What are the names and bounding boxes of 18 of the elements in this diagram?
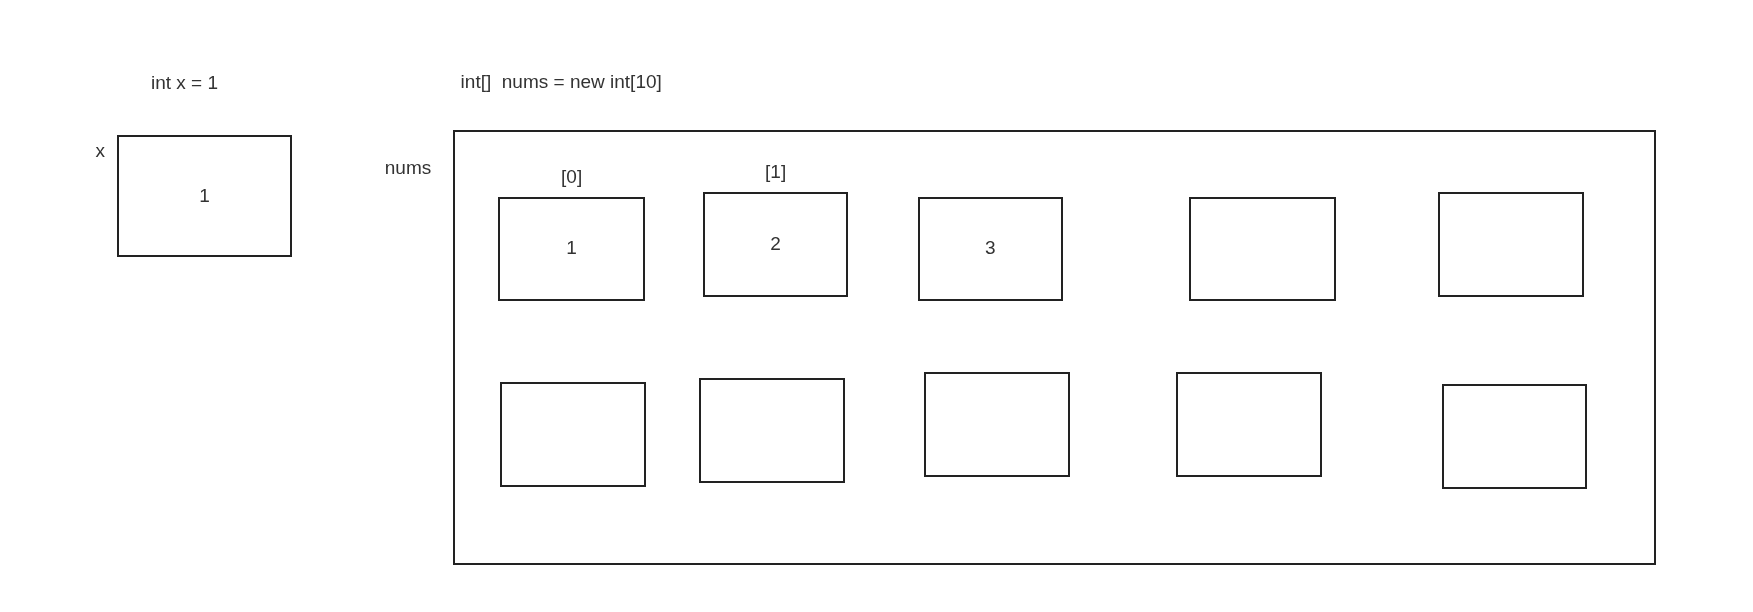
value-box	[698, 377, 845, 483]
value-box	[924, 372, 1070, 478]
variable-name: x	[95, 139, 105, 164]
value-box	[1189, 196, 1336, 301]
value-text: 2	[770, 232, 781, 257]
value-box	[1175, 372, 1323, 478]
code-text: int x = 1	[150, 71, 218, 96]
index-label: [1]	[764, 160, 788, 185]
value-text: 1	[566, 236, 577, 261]
value-box	[1441, 384, 1588, 490]
index-label: [0]	[560, 164, 584, 189]
variable-name: nums	[384, 155, 432, 180]
value-box	[499, 382, 646, 488]
code-text: int[] nums = new int[10]	[460, 70, 662, 95]
value-box	[917, 196, 1063, 301]
value-text: 3	[985, 236, 996, 261]
value-box	[1437, 192, 1584, 298]
value-text: 1	[199, 183, 210, 208]
